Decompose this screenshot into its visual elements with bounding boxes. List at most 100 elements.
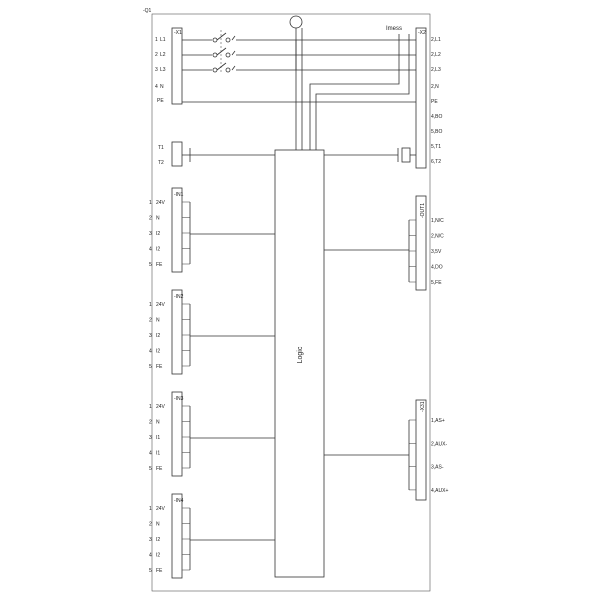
svg-text:L3: L3 (160, 67, 166, 73)
out1-tag: -OUT1 (420, 203, 426, 218)
input-pin-num: 5 (149, 262, 152, 268)
input-pin-name: 24V (156, 506, 166, 512)
logic-label: Logic (297, 346, 304, 363)
input-pin-num: 3 (149, 435, 152, 441)
input-pin-name: N (156, 522, 160, 528)
x2-pin: PE (431, 99, 438, 105)
input-tag: -IN3 (174, 396, 184, 402)
x31-pin: 1,AS+ (431, 418, 445, 424)
motor-symbol (289, 15, 303, 29)
input-pin-num: 3 (149, 231, 152, 237)
svg-text:1: 1 (155, 37, 158, 43)
x2-pin: 2,L1 (431, 37, 441, 43)
input-pin-num: 1 (149, 302, 152, 308)
device-tag: -Q1 (143, 8, 152, 14)
input-strip (171, 391, 183, 477)
input-pin-name: N (156, 216, 160, 222)
input-pin-num: 4 (149, 553, 152, 559)
input-pin-num: 4 (149, 349, 152, 355)
x2-tag: -X2 (418, 30, 426, 36)
x2-pin: 2,N (431, 84, 439, 90)
svg-text:3: 3 (155, 67, 158, 73)
svg-text:L2: L2 (160, 52, 166, 58)
logic-block (274, 149, 325, 578)
imess-label: Imess (386, 26, 402, 32)
input-pin-name: 24V (156, 404, 166, 410)
input-pin-name: FE (156, 262, 163, 268)
input-tag: -IN4 (174, 498, 184, 504)
input-pin-num: 4 (149, 247, 152, 253)
out1-pin: 5,FE (431, 280, 442, 286)
imess-line (309, 34, 400, 150)
input-pin-num: 2 (149, 522, 152, 528)
input-pin-name: 24V (156, 200, 166, 206)
input-pin-name: FE (156, 364, 163, 370)
x2-pin: 5,BO (431, 129, 443, 135)
x2-pin: 6,T2 (431, 159, 441, 165)
out1-pin: 4,DO (431, 265, 443, 271)
input-pin-num: 3 (149, 333, 152, 339)
x2-pin: 2,L3 (431, 67, 441, 73)
t2-pin: T2 (158, 160, 164, 166)
input-pin-num: 4 (149, 451, 152, 457)
enclosure-frame (151, 13, 431, 592)
brake-coil (401, 147, 411, 163)
out1-strip (415, 195, 427, 291)
input-pin-name: I2 (156, 537, 160, 543)
input-pin-num: 1 (149, 506, 152, 512)
x1-strip (171, 27, 183, 105)
x31-pin: 2,AUX- (431, 441, 447, 447)
x2-pin: 2,L2 (431, 52, 441, 58)
input-pin-name: I1 (156, 451, 160, 457)
input-pin-name: N (156, 318, 160, 324)
x2-pin: 4,BO (431, 114, 443, 120)
input-pin-num: 5 (149, 466, 152, 472)
input-pin-num: 3 (149, 537, 152, 543)
main-switch (212, 30, 236, 73)
input-pin-name: N (156, 420, 160, 426)
input-pin-num: 2 (149, 216, 152, 222)
input-pin-name: I2 (156, 333, 160, 339)
input-pin-name: 24V (156, 302, 166, 308)
input-strip (171, 289, 183, 375)
input-pin-num: 2 (149, 420, 152, 426)
input-strip (171, 187, 183, 273)
svg-text:PE: PE (157, 98, 164, 104)
svg-text:L1: L1 (160, 37, 166, 43)
input-pin-num: 2 (149, 318, 152, 324)
out1-pin: 3,5V (431, 249, 442, 255)
input-pin-num: 1 (149, 404, 152, 410)
input-pin-num: 5 (149, 364, 152, 370)
input-strip (171, 493, 183, 579)
input-pin-name: FE (156, 466, 163, 472)
x1-tag: -X1 (174, 30, 182, 36)
x2-strip (415, 27, 427, 169)
x1-pin: PE (157, 98, 164, 104)
input-pin-name: I2 (156, 349, 160, 355)
t-strip (171, 141, 183, 167)
input-pin-name: I2 (156, 553, 160, 559)
input-tag: -IN1 (174, 192, 184, 198)
x31-pin: 4,AUX+ (431, 488, 448, 494)
svg-text:2: 2 (155, 52, 158, 58)
x31-pins: 1,AS+2,AUX-3,AS-4,AUX+ (409, 418, 448, 494)
x2-pins: 2,L1 2,L2 2,L3 2,N PE 4,BO 5,BO 5,T1 6,T… (431, 37, 443, 165)
input-pin-num: 1 (149, 200, 152, 206)
input-pin-name: I2 (156, 231, 160, 237)
svg-text:N: N (160, 84, 164, 90)
out1-pin: 2,N/C (431, 234, 444, 240)
x2-pin: 5,T1 (431, 144, 441, 150)
input-pin-name: I1 (156, 435, 160, 441)
svg-text:4: 4 (155, 84, 158, 90)
x31-tag: -X31 (420, 401, 426, 412)
t1-pin: T1 (158, 145, 164, 151)
